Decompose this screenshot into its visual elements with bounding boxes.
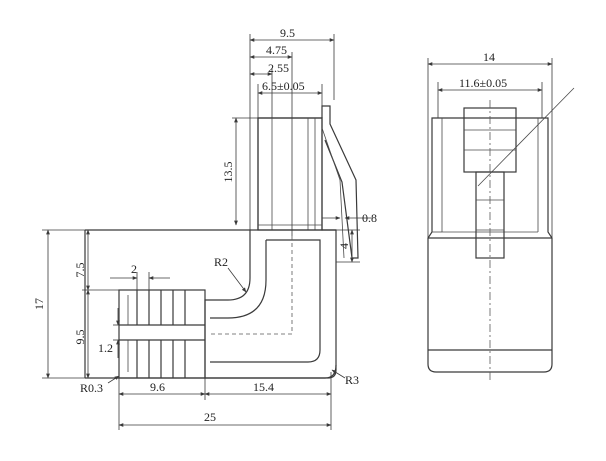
front-view: 14 11.6±0.05	[427, 50, 575, 380]
dim-9-5-side: 9.5	[73, 330, 87, 345]
dim-13-5: 13.5	[221, 162, 235, 183]
dim-r0-3: R0.3	[80, 381, 103, 395]
dim-0-8: 0.8	[362, 211, 377, 225]
latch	[321, 105, 359, 259]
dim-7-5: 7.5	[73, 263, 87, 278]
dim-4-75: 4.75	[266, 43, 287, 57]
dim-1-2: 1.2	[98, 341, 113, 355]
dim-2: 2	[131, 262, 137, 276]
dim-6-5: 6.5±0.05	[262, 79, 305, 93]
strain-relief	[118, 289, 206, 379]
side-view: 9.5 4.75 2.55 6.5±0.05 13.5 0.8 4 R2 2	[32, 26, 377, 430]
front-outline	[427, 117, 553, 373]
dim-25: 25	[204, 410, 216, 424]
dim-9-5-top: 9.5	[280, 26, 295, 40]
fins	[119, 290, 205, 378]
dim-r2: R2	[214, 255, 228, 269]
dim-15-4: 15.4	[253, 380, 274, 394]
upper-housing	[257, 117, 323, 231]
dim-4: 4	[337, 243, 351, 249]
dim-9-6: 9.6	[150, 380, 165, 394]
dim-2-55: 2.55	[268, 61, 289, 75]
body-outline	[85, 117, 337, 379]
dim-r3: R3	[345, 373, 359, 387]
dim-11-6: 11.6±0.05	[459, 76, 507, 90]
dim-14: 14	[483, 50, 495, 64]
dim-17: 17	[32, 298, 46, 310]
